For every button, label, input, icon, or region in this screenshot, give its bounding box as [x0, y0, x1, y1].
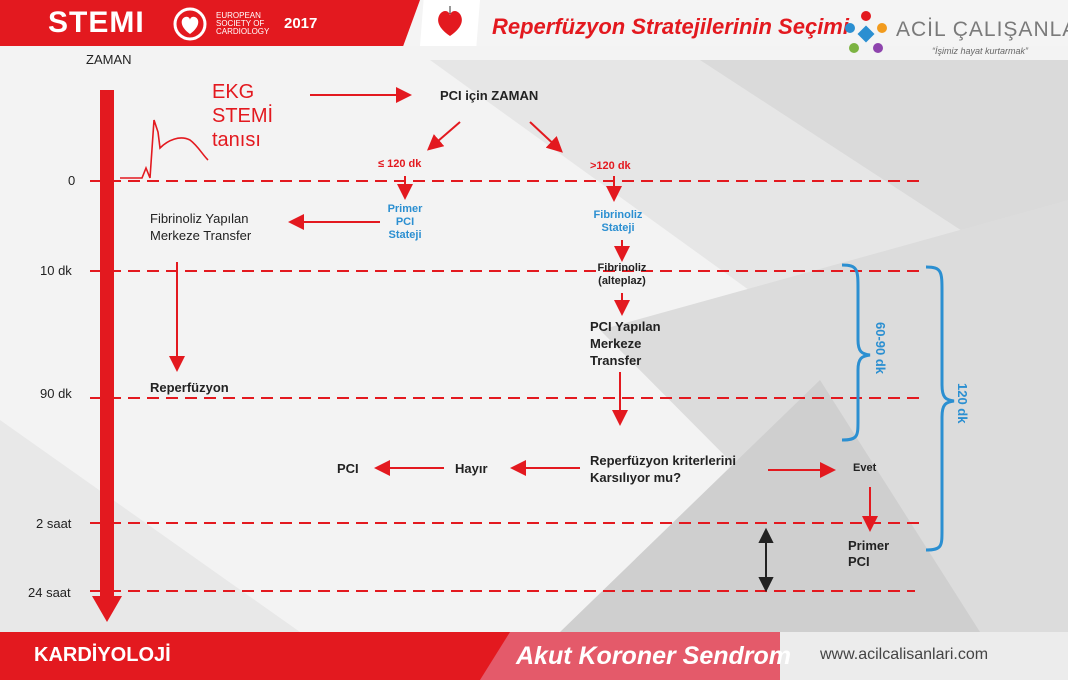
- time-axis-label: ZAMAN: [86, 52, 132, 67]
- primer-pci-node: Primer PCI: [848, 538, 890, 569]
- gt120-label: >120 dk: [590, 160, 631, 172]
- tick-10dk: 10 dk: [40, 263, 72, 278]
- tick-90dk: 90 dk: [40, 386, 72, 401]
- esc-logo-icon: [173, 7, 207, 41]
- page-title: Reperfüzyon Stratejilerinin Seçimi: [492, 14, 849, 39]
- tick-24saat: 24 saat: [28, 585, 71, 600]
- primer-pci-strategy: Primer PCI Stateji: [387, 203, 423, 241]
- tick-0: 0: [68, 173, 76, 188]
- fibrinoliz-strategy: Fibrinoliz Stateji: [593, 209, 643, 234]
- heart-icon: [438, 6, 462, 37]
- ecg-trace: [120, 119, 209, 179]
- brace-60-90: [841, 263, 871, 442]
- pci-center-transfer: PCI Yapılan Merkeze Transfer: [590, 319, 661, 368]
- hayir-label: Hayır: [455, 461, 488, 476]
- tick-2saat: 2 saat: [36, 516, 72, 531]
- ekg-stemi-diagnosis: EKG STEMİ tanısı: [212, 81, 274, 151]
- footer-red-band: [0, 632, 520, 680]
- le120-label: ≤ 120 dk: [378, 158, 422, 170]
- pci-time-node: PCI için ZAMAN: [440, 88, 539, 103]
- footer-website-link[interactable]: www.acilcalisanlari.com: [820, 646, 989, 663]
- reperfusion-criteria-question: Reperfüzyon kriterlerini Karsılıyor mu?: [590, 453, 736, 485]
- brand-logo-icon: [845, 11, 887, 53]
- header-red-band: [0, 0, 420, 46]
- brand-slogan: “İşimiz hayat kurtarmak”: [932, 46, 1029, 56]
- heart-panel: [420, 0, 480, 46]
- esc-text: EUROPEAN SOCIETY OF CARDIOLOGY: [216, 11, 270, 36]
- fibrinoliz-alteplaz: Fibrinoliz (alteplaz): [597, 262, 647, 287]
- time-axis-bar: [100, 90, 114, 600]
- brace-120: [925, 265, 955, 552]
- stemi-title: STEMI: [48, 6, 145, 39]
- reperfuzyon-node: Reperfüzyon: [150, 380, 229, 395]
- fibrinoliz-center-transfer: Fibrinoliz Yapılan Merkeze Transfer: [150, 211, 252, 243]
- pci-node: PCI: [337, 461, 359, 476]
- footer-category: KARDİYOLOJİ: [34, 644, 171, 666]
- evet-label: Evet: [853, 462, 877, 474]
- time-gridlines: [90, 180, 925, 592]
- flow-arrows: [169, 87, 878, 532]
- interval-double-arrow: [758, 527, 774, 593]
- footer-topic: Akut Koroner Sendrom: [516, 642, 792, 670]
- brace-60-90-label: 60-90 dk: [873, 322, 888, 375]
- esc-year: 2017: [284, 15, 318, 32]
- brace-120-label: 120 dk: [955, 383, 970, 424]
- footer-topic-band: [480, 632, 780, 680]
- time-axis-arrowhead: [92, 596, 122, 622]
- brand-name: ACİL ÇALIŞANLARI: [896, 18, 1068, 41]
